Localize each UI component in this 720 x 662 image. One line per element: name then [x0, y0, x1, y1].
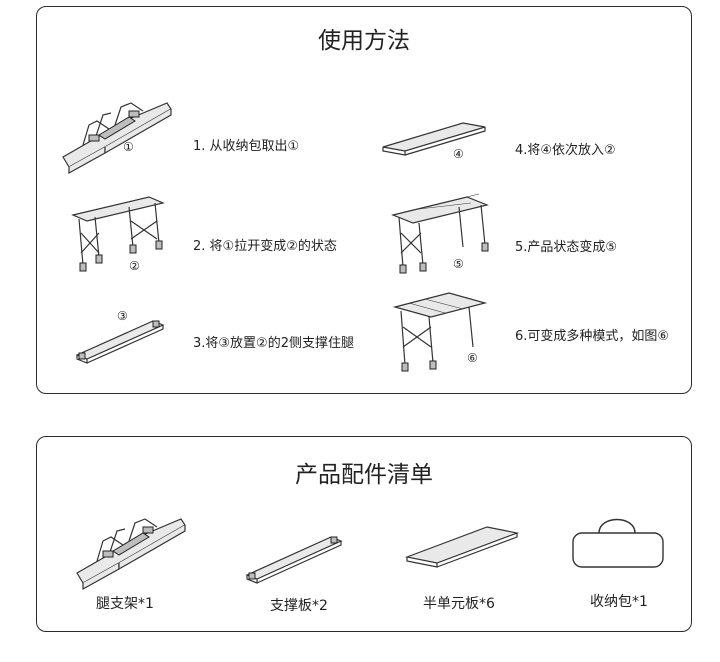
step-1-text: 1. 从收纳包取出① — [193, 139, 300, 154]
part-label-support-board: 支撑板*2 — [270, 598, 328, 614]
folded-frame-illustration — [62, 102, 172, 175]
alternate-mode-table-illustration — [392, 292, 488, 372]
parts-title: 产品配件清单 — [295, 462, 433, 488]
support-board-part-illustration — [245, 536, 343, 584]
part-label-half-board: 半单元板*6 — [423, 596, 495, 612]
parts-panel: 产品配件清单 腿支架*1 支撑板*2 半单元板*6 收纳包*1 — [36, 436, 692, 632]
step-5-marker: ⑤ — [453, 257, 464, 271]
unfolded-frame-illustration — [71, 196, 165, 272]
part-label-storage-bag: 收纳包*1 — [590, 594, 648, 610]
step-4-text: 4.将④依次放入② — [515, 143, 616, 158]
support-board-illustration — [75, 320, 165, 364]
half-unit-board-illustration — [404, 526, 520, 568]
part-label-leg-frame: 腿支架*1 — [96, 596, 154, 612]
step-2-marker: ② — [129, 259, 140, 273]
assembled-table-illustration — [391, 193, 489, 274]
usage-title: 使用方法 — [318, 28, 410, 54]
step-6-text: 6.可变成多种模式，如图⑥ — [515, 329, 670, 344]
leg-frame-illustration — [76, 518, 186, 591]
step-4-marker: ④ — [453, 147, 464, 161]
usage-panel: 使用方法 ① 1. 从收纳包取出① ② 2. 将①拉开变成②的状态 — [36, 6, 692, 394]
step-3-marker: ③ — [117, 309, 128, 323]
step-5-text: 5.产品状态变成⑤ — [515, 240, 618, 255]
storage-bag-illustration — [572, 518, 664, 568]
step-2-text: 2. 将①拉开变成②的状态 — [193, 239, 337, 254]
step-3-text: 3.将③放置②的2侧支撑住腿 — [193, 336, 354, 351]
step-6-marker: ⑥ — [467, 351, 478, 365]
half-board-illustration — [382, 122, 486, 156]
step-1-marker: ① — [123, 140, 134, 154]
